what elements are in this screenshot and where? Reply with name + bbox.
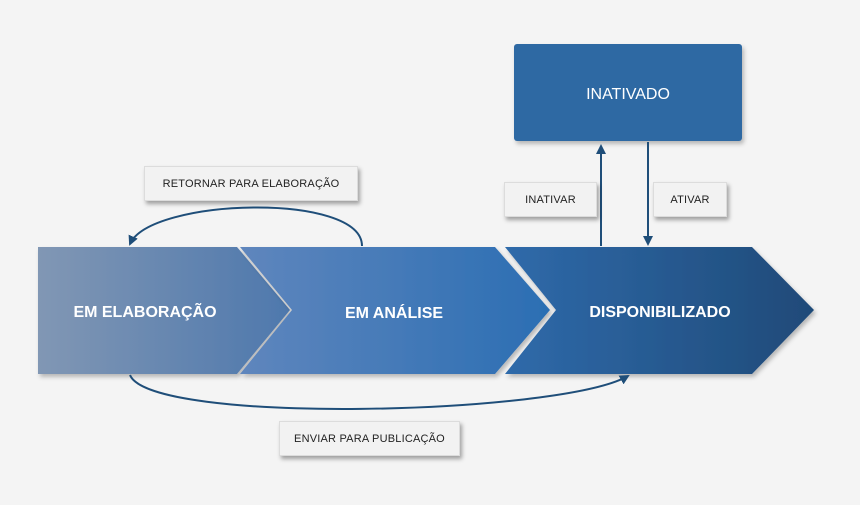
enviar-label: ENVIAR PARA PUBLICAÇÃO [279,421,460,456]
stage-em-analise-shape [240,247,550,374]
inativado-label: INATIVADO [586,86,670,103]
retornar-label: RETORNAR PARA ELABORAÇÃO [144,166,358,201]
enviar-arrow [129,374,630,410]
inativado-box [514,44,742,141]
stage-disponibilizado-shape [505,247,814,374]
inativar-label: INATIVAR [504,182,597,217]
retornar-arrow [128,206,363,247]
stage-disponibilizado-label: DISPONIBILIZADO [589,304,730,321]
stage-em-analise-label: EM ANÁLISE [345,303,443,322]
ativar-label: ATIVAR [653,182,727,217]
stage-em-elaboracao-label: EM ELABORAÇÃO [73,301,216,321]
stage-em-elaboracao-shape [38,247,290,374]
